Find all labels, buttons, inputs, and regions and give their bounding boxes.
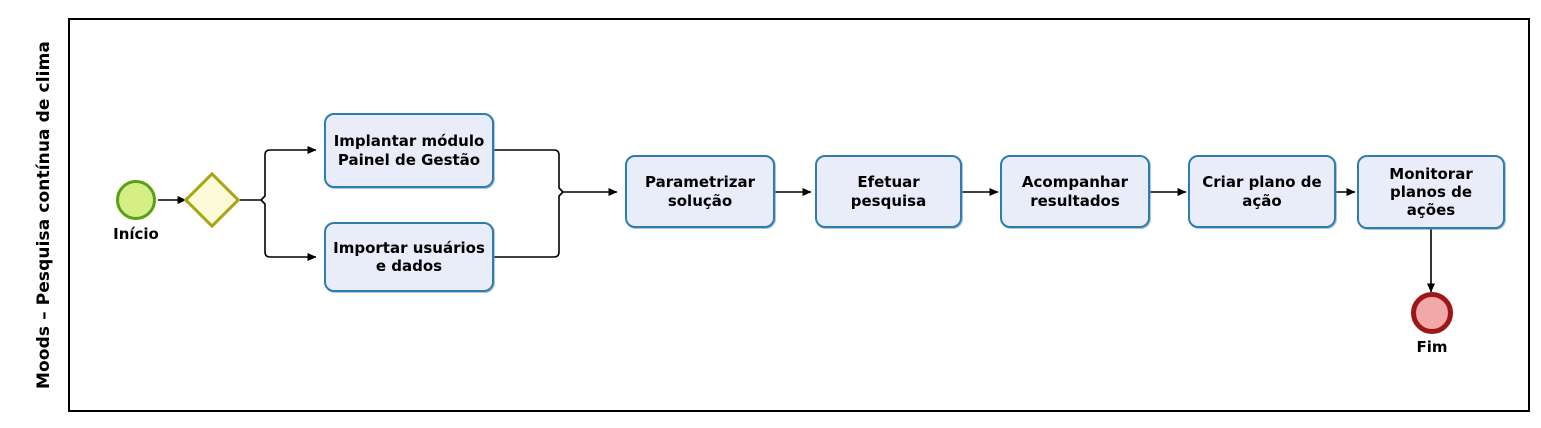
lane-title: Moods – Pesquisa contínua de clima xyxy=(34,41,54,389)
task-efetuar-pesquisa[interactable]: Efetuar pesquisa xyxy=(815,155,962,228)
lane-header: Moods – Pesquisa contínua de clima xyxy=(20,18,70,412)
end-event-label: Fim xyxy=(1416,338,1448,356)
task-criar-plano-de-acao[interactable]: Criar plano de ação xyxy=(1188,155,1336,228)
task-parametrizar-solucao[interactable]: Parametrizar solução xyxy=(625,155,775,228)
start-event[interactable] xyxy=(116,180,156,220)
task-implantar-modulo[interactable]: Implantar módulo Painel de Gestão xyxy=(324,113,494,188)
task-acompanhar-resultados[interactable]: Acompanhar resultados xyxy=(1000,155,1150,228)
end-event[interactable] xyxy=(1411,292,1453,334)
task-importar-usuarios[interactable]: Importar usuários e dados xyxy=(324,222,494,292)
task-monitorar-planos[interactable]: Monitorar planos de ações xyxy=(1357,155,1505,229)
start-event-label: Início xyxy=(113,225,159,243)
